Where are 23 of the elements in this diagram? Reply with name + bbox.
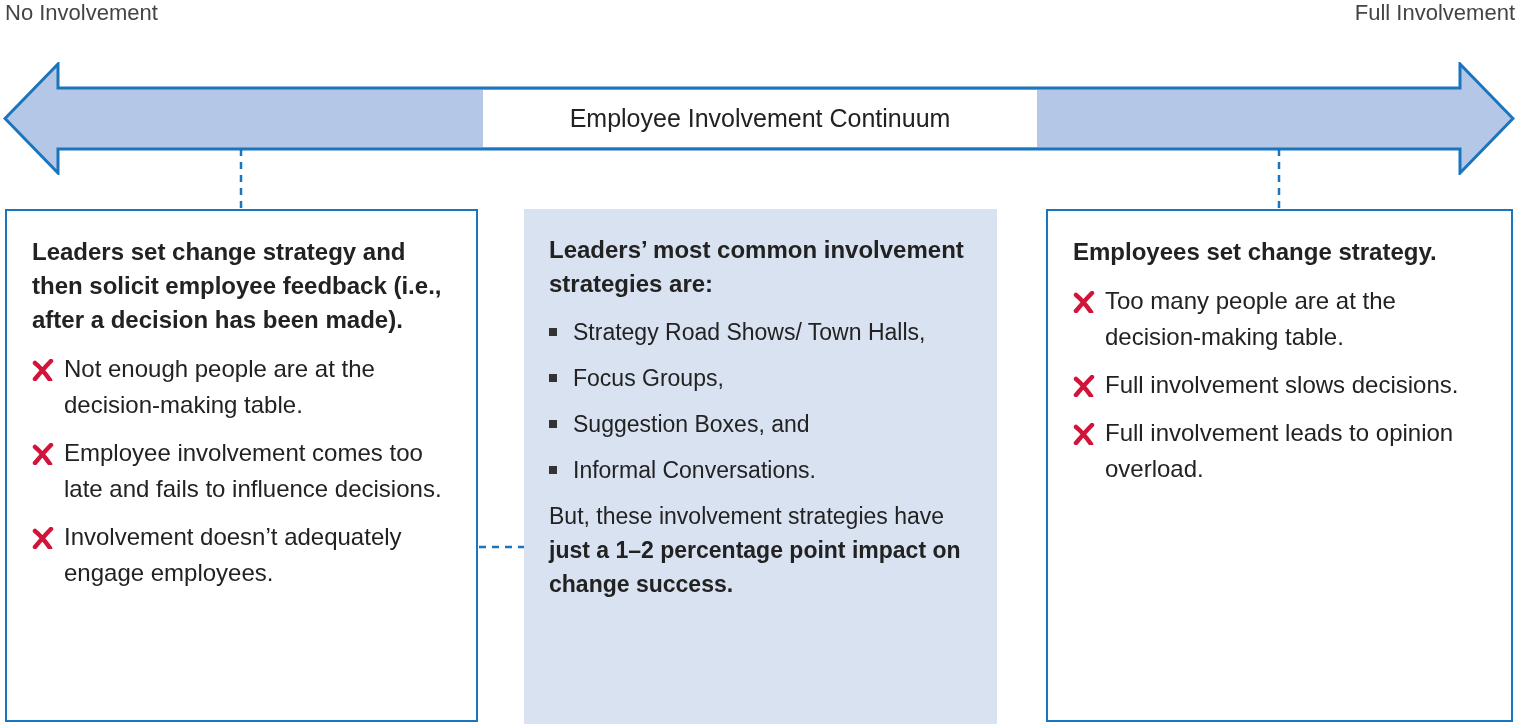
list-item: Strategy Road Shows/ Town Halls,: [573, 319, 926, 345]
list-item: Involvement doesn’t adequately engage employees.: [64, 522, 403, 588]
list-item: Too many people are at the decision-making table.: [1105, 286, 1397, 352]
list-item: Full involvement leads to opinion overload.: [1105, 418, 1455, 484]
list-item: Informal Conversations.: [573, 457, 816, 483]
outlined-text-box: [5, 209, 478, 722]
band-title: Employee Involvement Continuum: [568, 104, 952, 133]
box-heading: Leaders’ most common involvement strategies are:: [549, 235, 965, 299]
list-item: Full involvement slows decisions.: [1105, 370, 1460, 400]
list-item: Suggestion Boxes, and: [573, 411, 810, 437]
box-heading: Employees set change strategy.: [1073, 237, 1438, 267]
shaded-text-box: [524, 209, 997, 724]
outlined-text-box: [1046, 209, 1513, 722]
dashed-connector: [239, 149, 243, 209]
scale-end-label: Full Involvement: [1354, 0, 1515, 26]
list-item: Not enough people are at the decision-making table.: [64, 354, 376, 420]
paragraph: But, these involvement strategies have just a 1–2 percentage point impact on change success.: [549, 502, 962, 599]
scale-end-label: No Involvement: [5, 0, 158, 26]
dashed-connector: [1277, 149, 1281, 209]
dashed-connector: [479, 545, 524, 549]
list-item: Focus Groups,: [573, 365, 724, 391]
list-item: Employee involvement comes too late and fails to influence decisions.: [64, 438, 443, 504]
box-heading: Leaders set change strategy and then solicit employee feedback (i.e., after a decision has been made).: [32, 237, 443, 335]
